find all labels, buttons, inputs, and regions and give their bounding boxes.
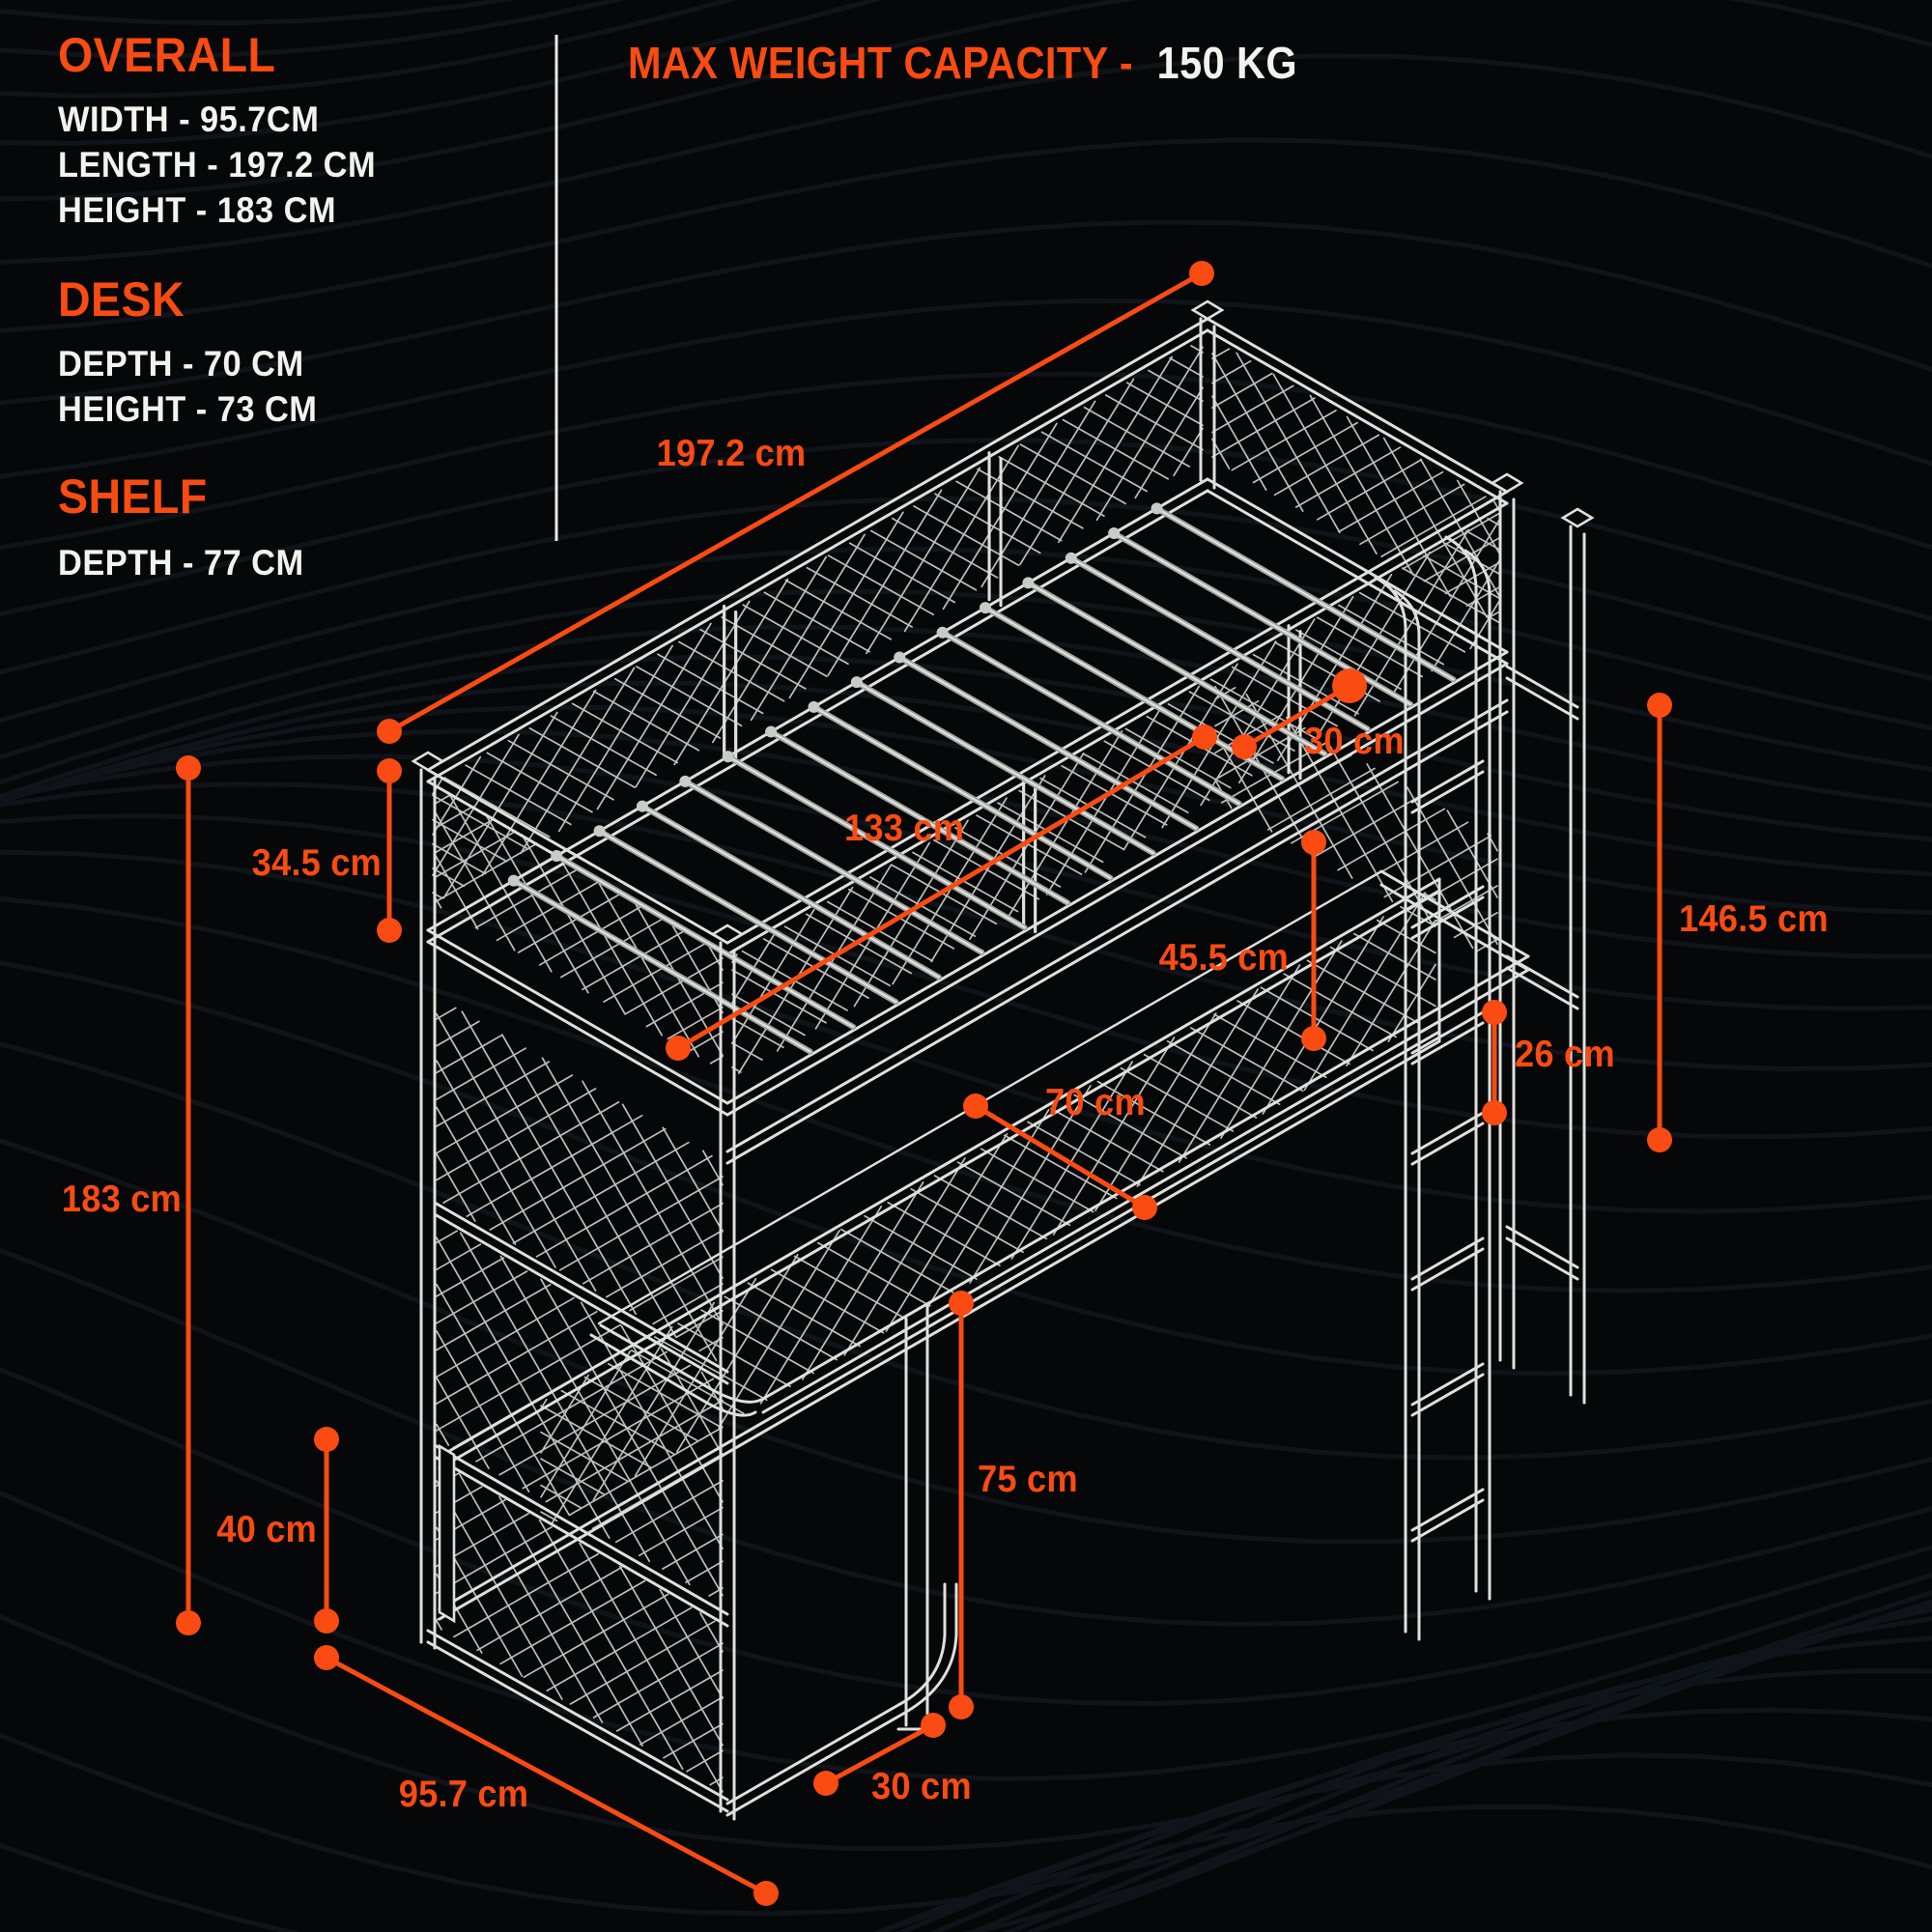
dimension-label-top-overhang: 30 cm xyxy=(1304,721,1405,762)
dimension-label-floor-overhang: 30 cm xyxy=(871,1766,972,1807)
dimension-line-ladder-height xyxy=(1647,693,1672,1152)
spec-row-height: HEIGHT - 183 CM xyxy=(58,190,337,230)
mesh-panels xyxy=(432,345,1501,1793)
spec-panel: OVERALL WIDTH - 95.7CM LENGTH - 197.2 CM… xyxy=(58,27,400,585)
dimension-line-overall-height xyxy=(176,755,201,1635)
dimension-line-under-bed-clearance xyxy=(1301,830,1326,1051)
max-weight-label: MAX WEIGHT CAPACITY - xyxy=(628,38,1134,88)
spec-section-title-shelf: SHELF xyxy=(58,469,208,524)
bed-line-art xyxy=(411,299,1595,1821)
dimension-label-shelf-panel-height: 40 cm xyxy=(216,1509,317,1550)
spec-section-title-desk: DESK xyxy=(58,272,185,327)
spec-row-desk-height: HEIGHT - 73 CM xyxy=(58,389,318,429)
dimension-line-floor-overhang xyxy=(813,1713,946,1796)
max-weight-header: MAX WEIGHT CAPACITY - 150 KG xyxy=(628,37,1297,89)
dimension-label-mattress-length: 133 cm xyxy=(844,808,965,849)
dimension-line-top-overhang xyxy=(1232,668,1367,759)
dimension-line-desk-floor-height xyxy=(949,1291,974,1719)
dimension-label-ladder-height: 146.5 cm xyxy=(1679,898,1829,940)
dimension-label-under-bed-clearance: 45.5 cm xyxy=(1158,937,1289,979)
dimension-label-desk-depth: 70 cm xyxy=(1045,1082,1146,1123)
dimension-line-length-top xyxy=(377,261,1214,744)
dimension-line-desk-depth xyxy=(963,1094,1157,1220)
max-weight-value: 150 KG xyxy=(1156,38,1298,88)
spec-row-shelf-depth: DEPTH - 77 CM xyxy=(58,543,304,582)
dimension-label-rail-height: 34.5 cm xyxy=(251,842,382,884)
spec-row-desk-depth: DEPTH - 70 CM xyxy=(58,344,304,384)
dimension-label-overall-width: 95.7 cm xyxy=(398,1774,529,1815)
dimension-label-length-top: 197.2 cm xyxy=(656,433,807,474)
spec-row-length: LENGTH - 197.2 CM xyxy=(58,145,377,185)
dimension-label-desk-floor-height: 75 cm xyxy=(978,1459,1078,1500)
dimension-line-overall-width xyxy=(314,1645,779,1906)
spec-section-title-overall: OVERALL xyxy=(58,28,276,82)
dimension-line-shelf-panel-height xyxy=(314,1427,339,1634)
dimension-label-rung-spacing: 26 cm xyxy=(1515,1034,1615,1075)
dimension-line-rung-spacing xyxy=(1482,1000,1507,1125)
dimension-line-rail-height xyxy=(377,758,402,943)
dimension-line-mattress-length xyxy=(666,724,1217,1061)
spec-row-width: WIDTH - 95.7CM xyxy=(58,99,320,139)
dimension-label-overall-height: 183 cm xyxy=(61,1179,182,1220)
dimension-annotations xyxy=(176,261,1672,1906)
